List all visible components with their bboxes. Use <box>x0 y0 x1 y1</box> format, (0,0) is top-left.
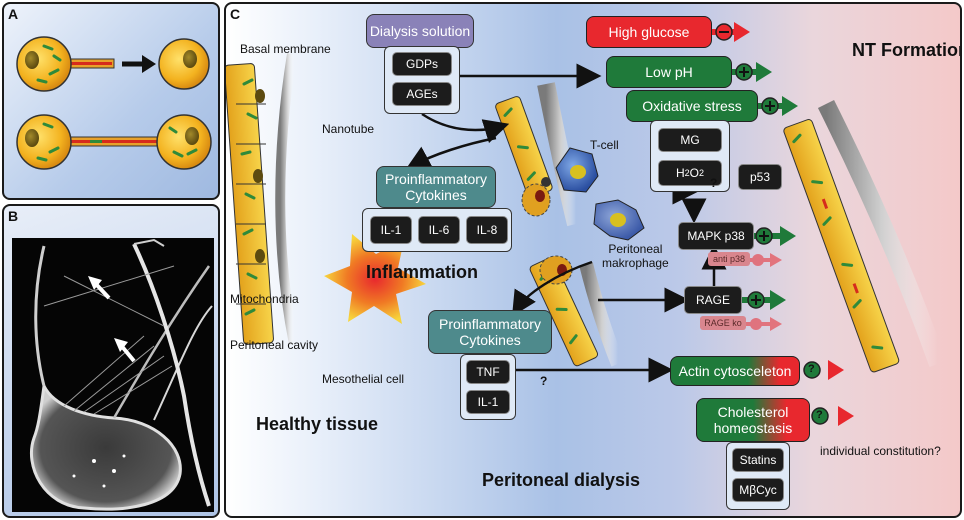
white-arrow-icon <box>114 338 128 352</box>
peritoneal-macrophage <box>593 199 645 241</box>
p53-item: p53 <box>738 164 782 190</box>
il1-bottom-item: IL-1 <box>466 390 510 414</box>
cell <box>158 38 210 90</box>
arrow-cells-to-cytokines <box>405 136 497 170</box>
inflammation-label: Inflammation <box>366 262 479 282</box>
t-cell <box>541 147 599 193</box>
apoptotic-cell <box>521 183 573 285</box>
inhibit-arrow-high-glucose <box>712 22 750 42</box>
nt-formation-label: NT Formation <box>852 40 962 60</box>
white-arrow-icon <box>88 276 102 290</box>
promote-arrow-oxidative <box>758 96 798 116</box>
nucleus <box>25 129 39 147</box>
mg-item: MG <box>658 128 722 152</box>
panel-c-label: C <box>230 6 241 22</box>
arrow-right-icon <box>142 55 156 73</box>
macrophage-label-line1: Peritoneal <box>608 242 663 256</box>
mesothelial-layer-right <box>783 119 900 373</box>
peritoneal-dialysis-label: Peritoneal dialysis <box>482 470 641 490</box>
panel-a: A <box>2 2 220 200</box>
cholesterol-homeostasis-pill: Cholesterol homeostasis <box>696 398 810 442</box>
macrophage-label-line2: makrophage <box>602 256 669 270</box>
h2o2-sub2: 2 <box>699 168 705 178</box>
actin-cytoskeleton-pill: Actin cytosceleton <box>670 356 800 386</box>
panel-b: B <box>2 204 220 518</box>
mesothelial-cell-label: Mesothelial cell <box>322 372 405 386</box>
cytokines-bottom-line2: Cytokines <box>459 332 521 348</box>
mesothelial-layer-left <box>226 63 274 345</box>
uncertain-arrow-actin <box>800 360 844 380</box>
inhibit-arrow-rage-ko <box>746 317 782 331</box>
dialysis-solution-header: Dialysis solution <box>366 14 474 48</box>
rage-ko-item: RAGE ko <box>700 316 746 330</box>
statins-item: Statins <box>732 448 784 472</box>
nucleus <box>183 50 197 68</box>
cytokines-top-line1: Proinflammatory <box>385 171 487 187</box>
cell <box>156 114 212 170</box>
t-cell-label: T-cell <box>590 138 619 152</box>
basal-membrane-label: Basal membrane <box>240 42 331 56</box>
cytokines-bottom-header: Proinflammatory Cytokines <box>428 310 552 354</box>
oxidative-stress-pill: Oxidative stress <box>626 90 758 122</box>
panel-b-label: B <box>8 208 19 224</box>
panel-c: C <box>224 2 962 518</box>
cell-body <box>29 380 182 511</box>
basal-membrane-left <box>275 53 299 345</box>
inhibit-arrow-anti-p38 <box>748 253 782 267</box>
il8-item: IL-8 <box>466 216 508 244</box>
panel-c-graphics <box>226 22 947 426</box>
cholesterol-line1: Cholesterol <box>717 404 789 420</box>
nucleus <box>25 51 39 69</box>
ages-item: AGEs <box>392 82 452 106</box>
h2o2-sub1: 2 <box>684 168 690 178</box>
nanotube-formation-illustration <box>16 36 212 170</box>
il6-item: IL-6 <box>418 216 460 244</box>
nucleus <box>185 127 199 145</box>
mitochondria-label: Mitochondria <box>230 292 299 306</box>
fluorescence-micrograph <box>12 238 214 512</box>
tnf-item: TNF <box>466 360 510 384</box>
h2o2-h: H <box>675 166 685 180</box>
panel-a-label: A <box>8 6 19 22</box>
cell <box>16 114 72 170</box>
uncertain-link-question: ? <box>540 374 548 388</box>
cytokines-bottom-line1: Proinflammatory <box>439 316 541 332</box>
anti-p38-item: anti p38 <box>708 252 750 266</box>
arrow-macrophage-to-cytokines <box>512 260 593 317</box>
promote-arrow-low-ph <box>730 62 772 82</box>
basal-membrane-lower <box>579 262 625 367</box>
healthy-tissue-label: Healthy tissue <box>256 414 379 434</box>
high-glucose-pill: High glucose <box>586 16 712 48</box>
cytokines-top-header: Proinflammatory Cytokines <box>376 166 496 208</box>
promote-arrow-mapk <box>754 226 796 246</box>
individual-constitution-label: individual constitution? <box>820 444 941 458</box>
h2o2-question: ? <box>710 176 718 190</box>
gdps-item: GDPs <box>392 52 452 76</box>
cell <box>16 36 72 92</box>
peritoneal-cavity-label: Peritoneal cavity <box>230 338 319 352</box>
uncertain-arrow-cholesterol <box>810 406 854 426</box>
cholesterol-question: ? <box>816 409 823 421</box>
low-ph-pill: Low pH <box>606 56 732 88</box>
h2o2-o: O <box>689 166 699 180</box>
inflammation-star <box>324 234 426 324</box>
basal-membrane-middle <box>537 82 585 227</box>
promote-arrow-rage <box>742 290 786 310</box>
il1-item: IL-1 <box>370 216 412 244</box>
macrophage-label: Peritoneal makrophage <box>602 242 669 270</box>
rage-item: RAGE <box>684 286 742 314</box>
actin-question: ? <box>808 363 815 375</box>
basal-membrane-right <box>817 99 947 368</box>
mbcyc-item: MβCyc <box>732 478 784 502</box>
cholesterol-line2: homeostasis <box>713 420 793 436</box>
mapk-p38-item: MAPK p38 <box>678 222 754 250</box>
cytokines-top-line2: Cytokines <box>405 187 467 203</box>
nanotube-label: Nanotube <box>322 122 375 136</box>
arrow-ages-to-cells <box>421 112 510 144</box>
